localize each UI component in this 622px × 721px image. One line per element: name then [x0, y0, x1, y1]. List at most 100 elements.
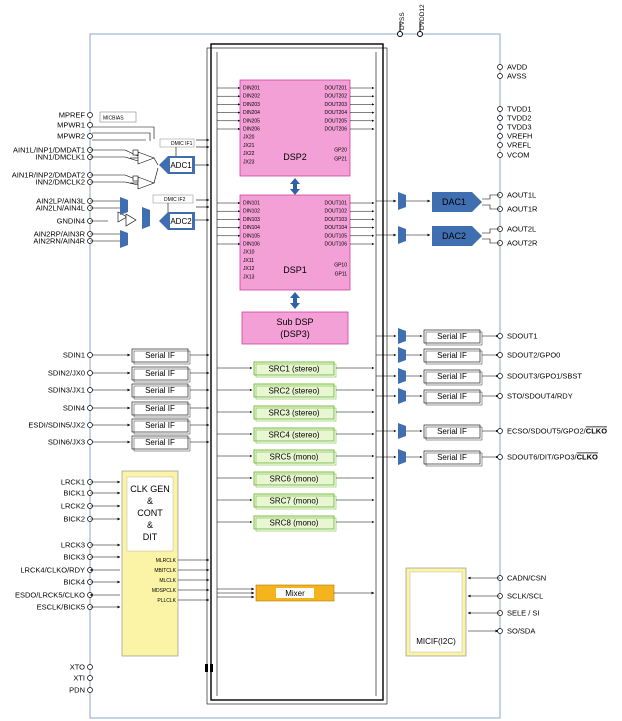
left-pin-label: MPREF	[59, 111, 86, 120]
left-pin-label: AIN1L/INP1/DMDAT1	[13, 146, 85, 155]
left-pin-label: BICK3	[63, 553, 85, 562]
src-label: SRC2 (stereo)	[268, 387, 319, 396]
pin-dot	[87, 370, 93, 376]
right-pin-label: AVSS	[507, 72, 526, 81]
dsp-input-port: DIN205	[243, 118, 260, 124]
pin-dot	[87, 122, 93, 128]
left-pin-label: SDIN1	[63, 351, 85, 360]
serial-if-in-label: Serial IF	[145, 386, 175, 395]
right-pin-label: CADN/CSN	[507, 574, 546, 583]
serial-if-in-box	[131, 383, 189, 398]
pin-dot	[87, 675, 93, 681]
src-block	[253, 361, 335, 376]
pin-dot	[497, 133, 503, 139]
dsp-input-port: JX11	[243, 258, 254, 264]
clk-signal-label: MBITCLK	[154, 568, 176, 574]
clko-suffix: CLKO	[577, 453, 598, 462]
svg-text:DSP2: DSP2	[283, 152, 307, 162]
micif-block: MICIF(I2C)	[405, 567, 500, 657]
output-mux	[398, 388, 406, 404]
clk-signal-label: MLCLK	[159, 578, 176, 584]
src-block	[253, 493, 335, 508]
pin-dot	[87, 405, 93, 411]
src-block	[253, 383, 335, 398]
left-pin-label: MPWR1	[57, 121, 85, 130]
dsp-input-port: DIN204	[243, 110, 260, 116]
src-block	[253, 515, 335, 530]
dsp-input-port: DIN206	[243, 127, 260, 133]
clock-wiring	[89, 480, 210, 609]
dmic-if1-label: DMIC IF1	[171, 141, 193, 147]
pin-dot	[497, 152, 503, 158]
dsp-output-port: GP20	[334, 148, 347, 154]
serial-if-out-box	[423, 389, 481, 404]
svg-text:Sub DSP: Sub DSP	[276, 317, 313, 327]
src-label: SRC4 (stereo)	[268, 431, 319, 440]
pin-dot	[87, 664, 93, 670]
dsp-input-port: DIN106	[243, 242, 260, 248]
serial-if-out-box	[423, 424, 481, 439]
input-amplifiers	[117, 149, 155, 227]
micbias-label: MICBIAS	[103, 116, 124, 122]
adc2-block: ADC2	[159, 212, 195, 230]
right-pin-label: TVDD2	[507, 114, 532, 123]
clkgen-text: &	[147, 496, 153, 506]
right-pin-label: SDOUT3/GPO1/SBST	[507, 372, 582, 381]
dsp-output-port: GP21	[334, 157, 347, 163]
clk-signal-label: PLLCLK	[157, 598, 176, 604]
pin-dot	[87, 112, 93, 118]
src-label: SRC5 (mono)	[270, 453, 319, 462]
left-pin-label: AIN2LP/AIN3L	[36, 197, 85, 206]
src-label: SRC3 (stereo)	[268, 409, 319, 418]
dmic-if2-label: DMIC IF2	[164, 197, 186, 203]
left-pin-label: BICK1	[63, 489, 85, 498]
serial-if-out-box	[423, 348, 481, 363]
right-pin-label: SDOUT1	[507, 332, 537, 341]
dsp-input-port: DIN203	[243, 102, 260, 108]
left-pin-label: SDIN6/JX3	[48, 438, 85, 447]
clk-signal-label: MLRCLK	[156, 558, 177, 564]
micbias-block	[99, 111, 137, 123]
dsp-output-port: DOUT102	[324, 209, 347, 215]
dsp-output-port: GP10	[334, 263, 347, 269]
power-pins: DVSS DVDD12	[397, 4, 426, 37]
pin-dot	[497, 106, 503, 112]
sub-dsp-block: Sub DSP (DSP3)	[241, 311, 349, 345]
dsp-input-port: DIN103	[243, 217, 260, 223]
dsp-input-port: JX20	[243, 135, 255, 141]
serial-if-in-label: Serial IF	[145, 369, 175, 378]
pin-dot	[497, 73, 503, 79]
clkgen-text: DIT	[143, 532, 158, 542]
pin-dot	[87, 387, 93, 393]
dsp-output-port: DOUT105	[324, 233, 347, 239]
svg-text:ADC1: ADC1	[170, 161, 192, 170]
dsp-input-port: DIN101	[243, 201, 260, 207]
src-block	[253, 471, 335, 486]
clkgen-text: CONT	[137, 508, 163, 518]
left-pin-label: LRCK4/CLKO/RDY	[20, 566, 85, 575]
pin-dot	[497, 333, 503, 339]
left-pin-label: AIN2RP/AIN3R	[34, 230, 86, 239]
left-pin-label: BICK2	[63, 515, 85, 524]
svg-text:DSP1: DSP1	[283, 265, 307, 275]
dac1-block: DAC1	[432, 192, 482, 212]
dsp-output-port: DOUT203	[324, 102, 347, 108]
adc-input-muxes	[120, 197, 150, 248]
output-mux	[398, 347, 406, 363]
src-label: SRC1 (stereo)	[268, 365, 319, 374]
src-blocks: SRC1 (stereo) SRC2 (stereo) SRC3 (stereo) S…	[217, 361, 375, 532]
serial-if-in-label: Serial IF	[145, 438, 175, 447]
src-label: SRC7 (mono)	[270, 497, 319, 506]
pin-dot	[497, 64, 503, 70]
dsp-input-port: JX10	[243, 250, 255, 256]
serial-if-in-label: Serial IF	[145, 421, 175, 430]
dac2-block: DAC2	[432, 226, 482, 246]
left-pin-label: AIN2RN/AIN4R	[33, 237, 85, 246]
left-pin-label: MPWR2	[57, 132, 85, 141]
bus-arrows	[196, 138, 210, 209]
pin-dot	[87, 352, 93, 358]
dsp-output-port: DOUT206	[324, 127, 347, 133]
